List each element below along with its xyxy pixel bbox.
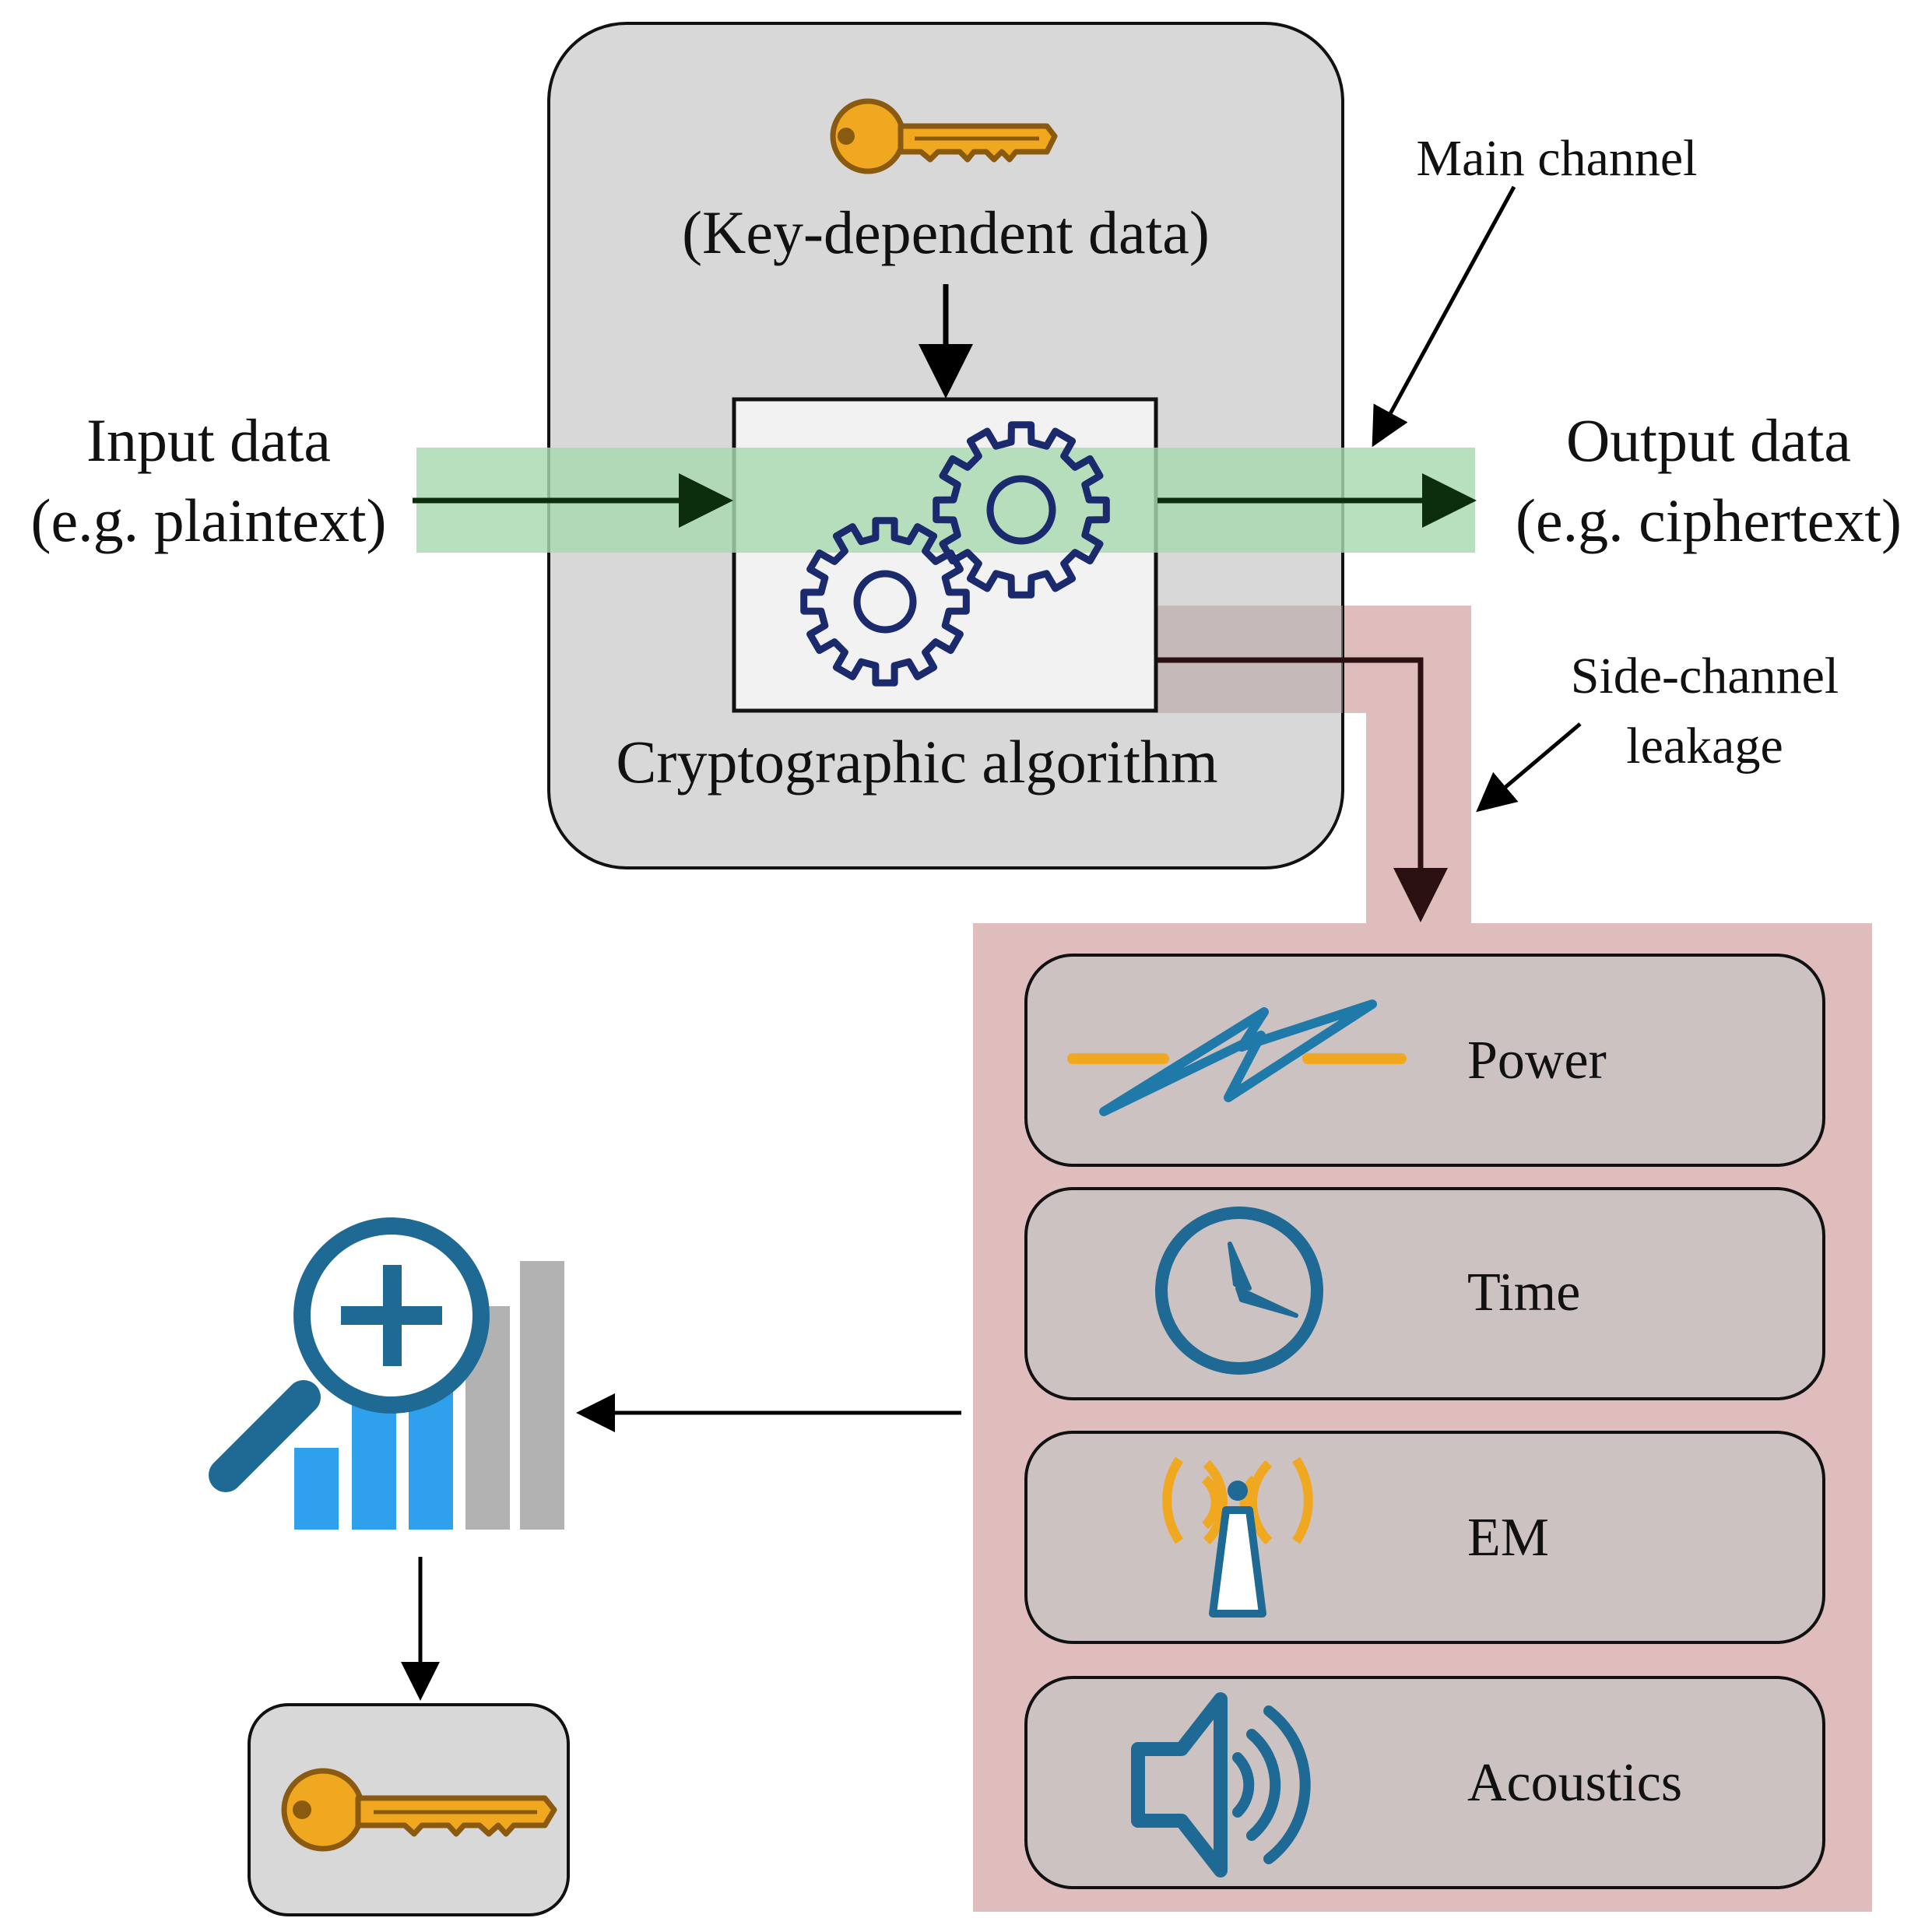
main-channel-label: Main channel [1416,130,1697,187]
channel-em: EM [1024,1431,1825,1644]
channel-power-label: Power [1467,1031,1607,1091]
recovered-key-icon [281,1768,557,1852]
antenna-icon [1162,1456,1313,1618]
crypto-algorithm-label: Cryptographic algorithm [616,728,1217,796]
side-channel-label-line2: leakage [1626,718,1783,775]
channel-acoustics-label: Acoustics [1467,1753,1682,1813]
channel-em-label: EM [1467,1508,1549,1568]
channel-acoustics: Acoustics [1024,1676,1825,1889]
side-channel-pointer [1476,722,1582,813]
input-label-line2: (e.g. plaintext) [31,487,387,554]
gear-icon [800,421,1110,687]
channel-time: Time [1024,1187,1825,1400]
side-channel-label-line1: Side-channel [1571,648,1839,704]
key-icon [830,98,1058,174]
analysis-icon [209,1217,564,1530]
output-label-line2: (e.g. ciphertext) [1516,487,1902,554]
speaker-icon [1131,1692,1311,1878]
channel-time-label: Time [1467,1263,1580,1323]
key-dependent-label: (Key-dependent data) [682,198,1210,266]
output-label-line1: Output data [1566,406,1851,474]
side-channel-arrow [1157,657,1448,922]
power-surge-icon [1067,999,1407,1116]
main-channel-pointer [1372,185,1516,448]
clock-icon [1155,1207,1323,1375]
channel-power: Power [1024,954,1825,1167]
input-label-line1: Input data [86,406,331,474]
